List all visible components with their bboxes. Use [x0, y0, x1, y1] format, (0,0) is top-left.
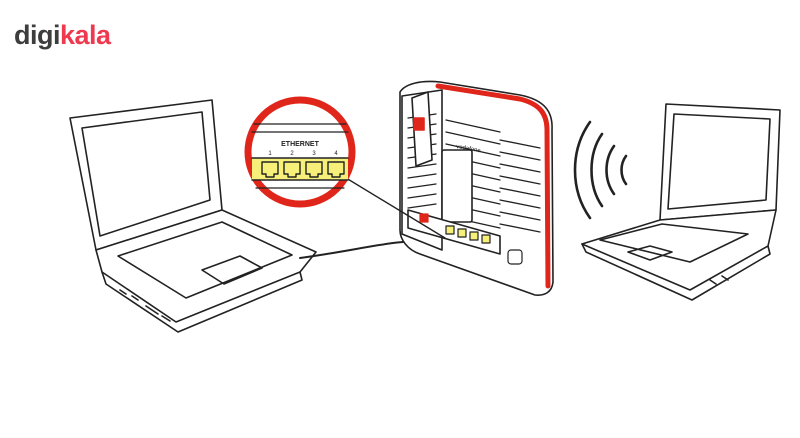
logo-text-digi: digi [14, 20, 61, 50]
ethernet-port-number-4: 4 [334, 151, 338, 157]
router-brand-label: vodafone [456, 144, 482, 154]
right-laptop [581, 103, 781, 301]
router [399, 80, 554, 296]
left-laptop [69, 99, 317, 333]
logo-text-kala: kala [60, 20, 111, 50]
ethernet-port-number-3: 3 [312, 151, 316, 157]
ethernet-label: ETHERNET [281, 141, 319, 148]
wifi-waves [573, 120, 628, 220]
ethernet-port-number-1: 1 [268, 151, 272, 157]
digikala-logo: digikala [14, 20, 111, 51]
ethernet-zoom-callout [244, 96, 356, 208]
ethernet-port-number-2: 2 [290, 151, 294, 157]
